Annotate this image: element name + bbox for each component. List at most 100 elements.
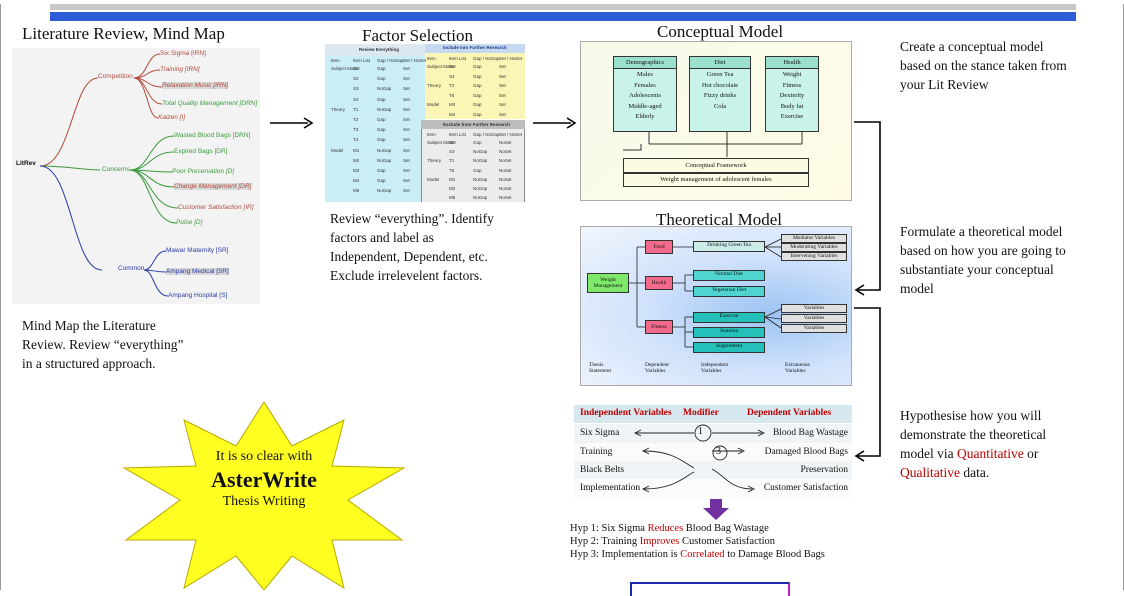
factor-column-header: Item [427,56,436,61]
factor-column-header: Set / NoSet [403,58,427,63]
health-item: Dexterity [779,92,805,99]
lit-caption-line: Review. Review “everything” [22,337,184,352]
theoretical-caption-line: substantiate your conceptual [900,262,1054,277]
review-cell: M4 [353,178,360,184]
review-cell: Set [403,96,410,102]
leaf-pulse: Pulse [D] [176,219,203,226]
exclude-cell: NoGap [473,186,488,191]
independent-fitness: Fitness [645,320,673,334]
conceptual-caption: Create a conceptual model based on the s… [900,37,1067,94]
leaf-training: Training [IRN] [160,66,200,73]
review-cell: Theory [331,106,346,112]
include-cell: Subject Matter [427,64,457,69]
review-cell: T4 [353,137,359,143]
demographics-item: Elderly [635,113,655,120]
diet-item: Green Tea [706,71,734,78]
leaf-ampang-hospital: Ampang Hospital [S] [168,292,228,299]
hypothesis-row [574,461,852,480]
exclude-cell: Model [427,176,440,182]
review-cell: Set [403,66,410,71]
conceptual-model: Demographics Males Females Adolescents M… [580,41,852,201]
include-cell: Gap [473,112,482,117]
theoretical-caption-line: Formulate a theoretical model [900,224,1063,239]
mind-map-root: LitRev [16,160,36,167]
factor-column-header: Gap / NoGap [473,56,500,61]
review-cell: Set [403,178,410,184]
review-cell: Set [403,168,410,173]
hypothesis-3: Hyp 3: Implementation is Correlated to D… [570,548,825,561]
review-cell: Gap [377,76,386,82]
review-cell: NoGap [377,86,392,92]
health-item: Body fat [780,102,804,110]
review-cell: M2 [353,157,360,163]
caption-text: data. [959,465,990,480]
frame-left-edge [0,4,1,590]
label-thesis-statement: Thesis Statement [589,362,611,375]
elbow-arrow-to-hypothesis [854,307,881,462]
exclude-cell: Gap [473,167,482,173]
review-cell: NoGap [377,188,392,194]
factor-caption-line: factors and label as [330,230,434,245]
review-cell: NoGap [377,106,392,112]
include-cell: T6 [449,92,455,98]
leaf-expired-bags: Expired Bags [DR] [174,148,228,155]
review-cell: NoGap [377,157,392,163]
exclude-title-bar [421,120,525,129]
include-cell: S1 [449,64,455,69]
factor-caption-line: Independent, Dependent, etc. [330,249,488,264]
review-cell: T1 [353,106,359,112]
down-arrow [703,499,729,520]
lit-caption-line: Mind Map the Literature [22,318,156,333]
exclude-cell: NoSet [499,149,512,155]
include-cell: Set [499,83,506,89]
heading-theoretical-model: Theoretical Model [656,210,783,229]
review-cell: M5 [353,188,360,194]
exclude-cell: S2 [449,140,455,145]
review-cell: Set [403,157,410,163]
hyp-verb: Improves [639,536,680,547]
dependent-exercise: Exercise [693,312,765,323]
review-cell: Set [403,76,410,82]
modifier-marker-3: 3 [716,446,721,457]
hyp-verb: Correlated [680,549,725,560]
review-cell: Gap [377,117,386,122]
dependent-blood-bag-wastage: Blood Bag Wastage [772,428,848,438]
health-item: Exercise [780,113,804,120]
hypothesis-table-header [574,405,852,423]
conceptual-caption-line: Create a conceptual model [900,39,1044,54]
review-cell: Set [403,137,410,143]
extraneous-variable-2: Variables [781,314,847,323]
include-cell: M4 [449,112,456,117]
leaf-ampang-medical: Ampang Medical [SR] [166,268,229,275]
factor-column-header: Item List [353,58,371,63]
exclude-cell: M2 [449,186,456,191]
branch-competition: Competition [98,73,133,80]
include-cell: Gap [473,102,482,108]
theoretical-caption-line: based on how you are going to [900,243,1066,258]
extraneous-variable-1: Variables [781,304,847,313]
independent-food: Food [645,240,673,254]
label-extraneous-variables: Extraneous Variables [785,362,810,375]
review-cell: Set [403,86,410,92]
theoretical-model: Weight Management Food Health Fitness Dr… [580,226,852,386]
factor-column-header: Gap / NoGap [473,132,500,137]
bottom-partial-box [630,582,790,596]
factor-caption-line: Exclude irrelevelent factors. [330,268,483,283]
include-cell: Set [499,73,506,79]
star-line-3: Thesis Writing [222,494,306,509]
intervening-variables: Intervening Variables [781,252,847,261]
independent-health: Health [645,276,673,290]
dependent-customer-satisfaction: Customer Satisfaction [763,483,848,493]
exclude-cell: NoSet [499,176,512,182]
factor-column-header: Set / NoSet [499,56,523,61]
mind-map-branches [39,53,179,297]
review-cell: Model [331,147,344,153]
review-cell: S2 [353,76,359,82]
exclude-cell: NoGap [473,195,488,201]
leaf-total-quality-management: Total Quality Management [DRN] [162,100,258,107]
star-brand: AsterWrite [211,467,317,492]
elbow-arrows [854,121,881,296]
star-text: It is so clear with AsterWrite Thesis Wr… [120,449,408,510]
conceptual-framework-subtitle: Weight management of adolescent females [623,173,809,187]
top-grey-bar [50,4,1076,10]
